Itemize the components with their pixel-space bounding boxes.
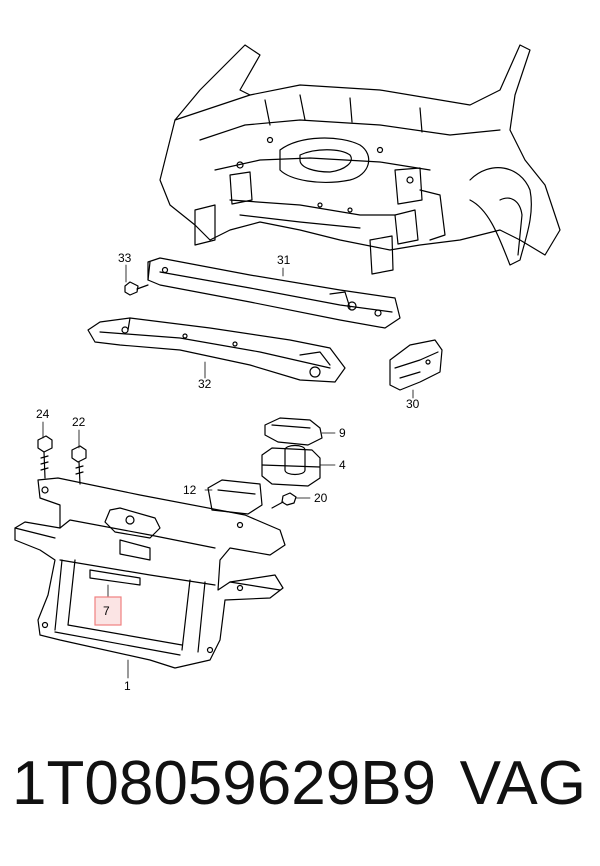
part-33-bolt — [124, 281, 149, 296]
exploded-parts-diagram: 33 31 32 30 24 22 9 4 12 20 7 1 — [14, 44, 561, 693]
callout-9: 9 — [339, 426, 346, 440]
part-20-screw — [271, 492, 297, 509]
part-32-lower-member — [87, 317, 346, 383]
car-body-front — [159, 44, 561, 275]
part-30-bracket — [389, 339, 443, 391]
part-22-bolt — [71, 445, 87, 485]
leader-lines — [42, 264, 414, 679]
callout-20: 20 — [314, 491, 328, 505]
callout-4: 4 — [339, 458, 346, 472]
callout-12: 12 — [183, 483, 197, 497]
part-31-cross-member — [147, 257, 401, 329]
part-9-cover — [264, 417, 323, 446]
callout-32: 32 — [198, 377, 212, 391]
part-12-bracket — [207, 479, 263, 515]
part-4-latch-housing — [261, 444, 321, 487]
brand-name: VAG — [459, 749, 586, 818]
part-24-bolt — [37, 435, 53, 479]
callout-30: 30 — [406, 397, 420, 411]
footer: 1T08059629B9 VAG — [0, 748, 600, 848]
part-number: 1T08059629B9 — [12, 749, 437, 818]
callout-31: 31 — [277, 253, 291, 267]
callout-33: 33 — [118, 251, 132, 265]
callout-7: 7 — [103, 604, 110, 618]
callout-24: 24 — [36, 407, 50, 421]
part-1-front-carrier — [14, 477, 286, 669]
callout-22: 22 — [72, 415, 86, 429]
part-7-highlight — [94, 596, 122, 626]
callout-1: 1 — [124, 679, 131, 693]
